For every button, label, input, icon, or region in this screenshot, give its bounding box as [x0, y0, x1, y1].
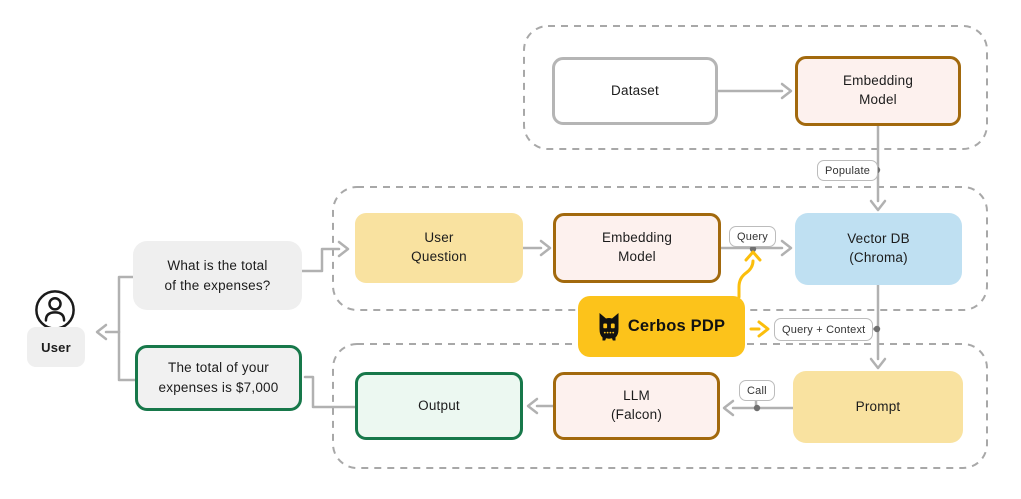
user-label-text: User	[41, 339, 71, 355]
node-cerbos-pdp-label: Cerbos PDP	[627, 317, 726, 335]
edge-label-query-context-text: Query + Context	[782, 323, 866, 336]
node-output: Output	[355, 372, 523, 440]
edge-label-populate-text: Populate	[825, 164, 871, 177]
node-embedding-model-top-label: Embedding Model	[842, 73, 914, 107]
question-bubble: What is the total of the expenses?	[133, 241, 302, 310]
node-llm-label: LLM (Falcon)	[610, 388, 663, 422]
user-icon	[35, 290, 75, 330]
answer-bubble-text: The total of your expenses is $7,000	[158, 360, 279, 395]
node-embedding-model-mid-label: Embedding Model	[601, 230, 673, 264]
edge-label-query-context: Query + Context	[774, 318, 874, 341]
question-bubble-text: What is the total of the expenses?	[164, 257, 271, 293]
edge-label-query-text: Query	[737, 230, 768, 243]
user-label: User	[27, 327, 85, 367]
node-embedding-model-top: Embedding Model	[795, 56, 961, 126]
node-dataset-label: Dataset	[611, 82, 659, 98]
node-vector-db: Vector DB (Chroma)	[795, 213, 962, 285]
node-user-question-label: User Question	[411, 230, 467, 264]
answer-bubble: The total of your expenses is $7,000	[135, 345, 302, 411]
cerbos-cat-icon	[599, 312, 619, 340]
node-prompt-label: Prompt	[855, 398, 901, 414]
edge-label-call: Call	[739, 380, 775, 401]
edge-label-call-text: Call	[747, 384, 767, 397]
edge-label-populate: Populate	[817, 160, 879, 181]
node-llm: LLM (Falcon)	[553, 372, 720, 440]
node-user-question: User Question	[355, 213, 523, 283]
node-dataset: Dataset	[552, 57, 718, 125]
node-output-label: Output	[418, 397, 460, 413]
gray-connectors	[95, 82, 887, 417]
node-embedding-model-mid: Embedding Model	[553, 213, 721, 283]
node-prompt: Prompt	[793, 371, 963, 443]
dashed-container-ingest	[523, 25, 988, 150]
node-cerbos-pdp: Cerbos PDP	[578, 296, 745, 357]
cerbos-connectors	[737, 250, 770, 338]
edge-label-query: Query	[729, 226, 776, 247]
node-vector-db-label: Vector DB (Chroma)	[847, 231, 910, 265]
